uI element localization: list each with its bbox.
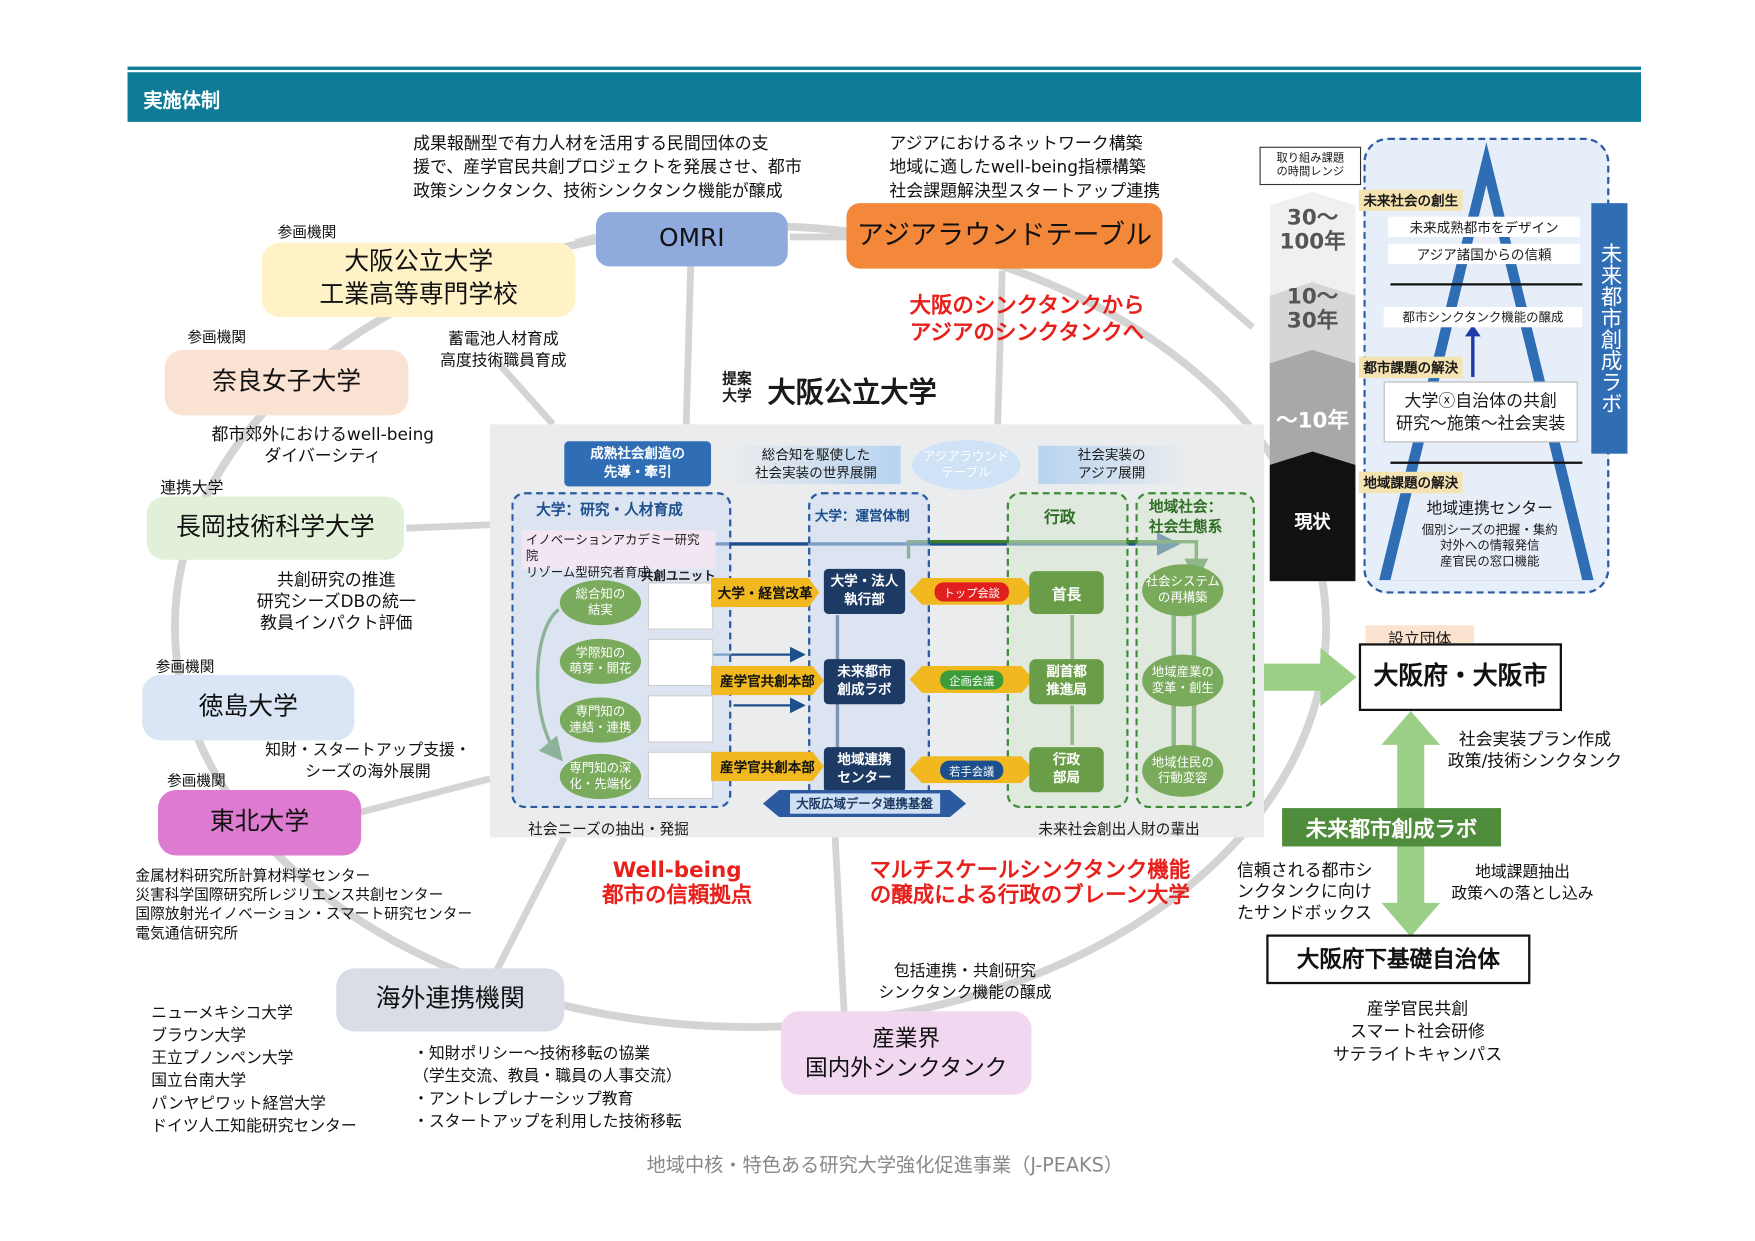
tohoku-description: 金属材料研究所計算材料学センター 災害科学国際研究所レジリエンス共創センター 国… <box>135 867 473 943</box>
nara-description: 蓄電池人材育成 高度技術職員育成 <box>440 330 567 371</box>
regional-title: 地域社会： 社会生態系 <box>1148 498 1223 536</box>
gyosei-title: 行政 <box>1043 508 1076 528</box>
thinktank-label: 都市シンクタンク機能の醸成 <box>1383 306 1583 328</box>
future-lab-box: 未来都市 創成ラボ <box>823 659 906 705</box>
lab-side-label: 未来都市創成ラボ <box>1591 203 1628 454</box>
circle-linkage: 専門知の 連結・連携 <box>559 697 642 743</box>
future-create-tag: 未来社会の創生 <box>1358 189 1463 212</box>
omri-node[interactable]: OMRI <box>595 212 788 267</box>
omri-description: 成果報酬型で有力人材を活用する民間団体の支 援で、産学官民共創プロジェクトを発展… <box>413 133 802 201</box>
regional-center-title: 地域連携センター <box>1426 499 1553 519</box>
mature-society-box: 成熟社会創造の 先導・牽引 <box>564 441 712 487</box>
vice-mayor-box: 副首都 推進局 <box>1029 659 1104 705</box>
footer-text: 地域中核・特色ある研究大学強化促進事業（J-PEAKS） <box>646 1154 1124 1178</box>
timeline-10-30: 10～ 30年 <box>1286 284 1339 333</box>
needs-label: 社会ニーズの抽出・発掘 <box>528 821 689 839</box>
industry-description: 包括連携・共創研究 シンクタンク機能の醸成 <box>878 962 1052 1003</box>
kyoso-unit-label: 共創ユニット <box>641 568 716 584</box>
overseas-list: ニューメキシコ大学 ブラウン大学 王立プノンペン大学 国立台南大学 パンヤピワッ… <box>151 1004 357 1136</box>
osaka-kosen-node[interactable]: 大阪公立大学 工業高等専門学校 <box>261 242 576 318</box>
young-meeting-label: 若手会議 <box>940 760 1004 780</box>
to-founder-arrow <box>1264 647 1357 707</box>
timeline-under-10: ～10年 <box>1276 408 1349 433</box>
lab-box[interactable]: 未来都市創成ラボ <box>1282 808 1502 847</box>
unit-card-4 <box>647 751 714 800</box>
asia-rt-bubble: アジアラウンド テーブル <box>911 440 1021 490</box>
regional-issue-tag: 地域課題の解決 <box>1358 471 1463 494</box>
regional-extract-description: 地域課題抽出 政策への落とし込み <box>1451 863 1594 903</box>
sankaku-label-kosen: 参画機関 <box>277 224 337 242</box>
timeline-now: 現状 <box>1294 511 1331 533</box>
social-impl-label: 社会実装の アジア展開 <box>1038 445 1186 485</box>
trust-label: アジア諸国からの信頼 <box>1388 243 1581 265</box>
univ-research-title: 大学：研究・人材育成 <box>536 502 683 520</box>
multiscale-slogan: マルチスケールシンクタンク機能 の醸成による行政のブレーン大学 <box>869 857 1191 908</box>
comprehensive-label: 総合知を駆使した 社会実装の世界展開 <box>731 445 901 485</box>
reform-arrow: 大学・経営改革 <box>711 577 820 608</box>
overseas-description: ・知財ポリシー～技術移転の協業 （学生交流、教員・職員の人事交流） ・アントレプ… <box>413 1045 682 1131</box>
sandbox-description: 信頼される都市シ ンクタンクに向け たサンドボックス <box>1236 859 1373 924</box>
innovation-academy: イノベーションアカデミー研究院 リゾーム型研究者育成 <box>521 530 716 580</box>
municipalities-description: 産学官民共創 スマート社会研修 サテライトキャンパス <box>1332 998 1503 1065</box>
circle-deepening: 専門知の深 化・先端化 <box>559 753 642 800</box>
talent-label: 未来社会創出人財の輩出 <box>1038 821 1200 839</box>
tokushima-node[interactable]: 徳島大学 <box>142 674 355 741</box>
regional-industry-circle: 地域産業の 変革・創生 <box>1142 654 1224 707</box>
nara-node[interactable]: 奈良女子大学 <box>164 349 409 416</box>
unit-card-2 <box>647 638 714 687</box>
exec-box: 大学・法人 執行部 <box>823 568 906 614</box>
sankaku-label-nara: 参画機関 <box>187 329 247 347</box>
regional-center-box: 地域連携 センター <box>823 747 906 793</box>
asia-roundtable-node[interactable]: アジアラウンドテーブル <box>846 203 1163 269</box>
founder-node[interactable]: 大阪府・大阪市 <box>1358 643 1562 712</box>
admin-dept-box: 行政 部局 <box>1029 747 1104 793</box>
top-meeting-label: トップ会談 <box>934 581 1009 601</box>
sankaku-label-tohoku: 参画機関 <box>167 773 226 791</box>
sangaku-arrow-2: 産学官共創本部 <box>711 751 824 781</box>
sangaku-arrow-1: 産学官共創本部 <box>711 665 824 696</box>
plan-meeting-arrow: 企画会議 <box>909 665 1034 693</box>
data-platform-label: 大阪広域データ連携基盤 <box>789 793 940 814</box>
industry-node[interactable]: 産業界 国内外シンクタンク <box>780 1011 1032 1095</box>
asia-description: アジアにおけるネットワーク構築 地域に適したwell-being指標構築 社会課… <box>889 133 1161 201</box>
young-meeting-arrow: 若手会議 <box>909 756 1034 784</box>
sankaku-label-tokushima: 参画機関 <box>155 659 215 677</box>
section-header: 実施体制 <box>127 72 1641 122</box>
timeline-30-100: 30～ 100年 <box>1279 205 1346 254</box>
nagaoka-node[interactable]: 長岡技術科学大学 <box>146 496 405 560</box>
data-platform-arrow: 大阪広域データ連携基盤 <box>762 790 967 818</box>
timeline-title: 取り組み課題 の時間レンジ <box>1259 146 1362 186</box>
nara-wellbeing: 都市郊外におけるwell-being ダイバーシティ <box>211 424 435 467</box>
mayor-box: 首長 <box>1029 571 1104 614</box>
asia-thinktank-slogan: 大阪のシンクタンクから アジアのシンクタンクへ <box>909 293 1145 346</box>
circle-synthesis: 総合知の 結実 <box>559 580 642 626</box>
regional-center-desc: 個別シーズの把握・集約 対外への情報発信 産官民の窓口機能 <box>1421 522 1558 569</box>
unit-card-3 <box>647 695 714 743</box>
co-create-box: 大学ⓧ自治体の共創 研究～施策～社会実装 <box>1383 381 1578 443</box>
plan-description: 社会実装プラン作成 政策/技術シンクタンク <box>1447 729 1623 771</box>
overseas-node[interactable]: 海外連携機関 <box>336 968 565 1032</box>
renkei-label: 連携大学 <box>160 479 224 498</box>
plan-meeting-label: 企画会議 <box>940 669 1004 690</box>
municipalities-node[interactable]: 大阪府下基礎自治体 <box>1266 934 1531 985</box>
header-rule <box>127 66 1641 70</box>
proposer-name: 大阪公立大学 <box>767 375 937 409</box>
design-label: 未来成熟都市をデザイン <box>1388 216 1581 238</box>
tokushima-description: 知財・スタートアップ支援・ シーズの海外展開 <box>265 741 471 781</box>
lab-side-text: 未来都市創成ラボ <box>1597 242 1623 415</box>
proposer-label: 提案 大学 <box>722 371 752 406</box>
nagaoka-description: 共創研究の推進 研究シーズDBの統一 教員インパクト評価 <box>256 569 416 634</box>
section-title: 実施体制 <box>143 90 221 113</box>
urban-issue-tag: 都市課題の解決 <box>1358 356 1463 379</box>
resident-circle: 地域住民の 行動変容 <box>1142 744 1224 797</box>
wellbeing-slogan: Well-being 都市の信頼拠点 <box>602 857 753 908</box>
social-system-circle: 社会システム の再構築 <box>1142 564 1224 617</box>
univ-ops-title: 大学：運営体制 <box>814 507 910 524</box>
timeline-arrow <box>1269 191 1356 582</box>
circle-interdisciplinary: 学際知の 萌芽・開花 <box>559 638 642 684</box>
tohoku-node[interactable]: 東北大学 <box>158 790 362 856</box>
top-meeting-arrow: トップ会談 <box>909 577 1034 605</box>
unit-card-1 <box>647 582 714 630</box>
